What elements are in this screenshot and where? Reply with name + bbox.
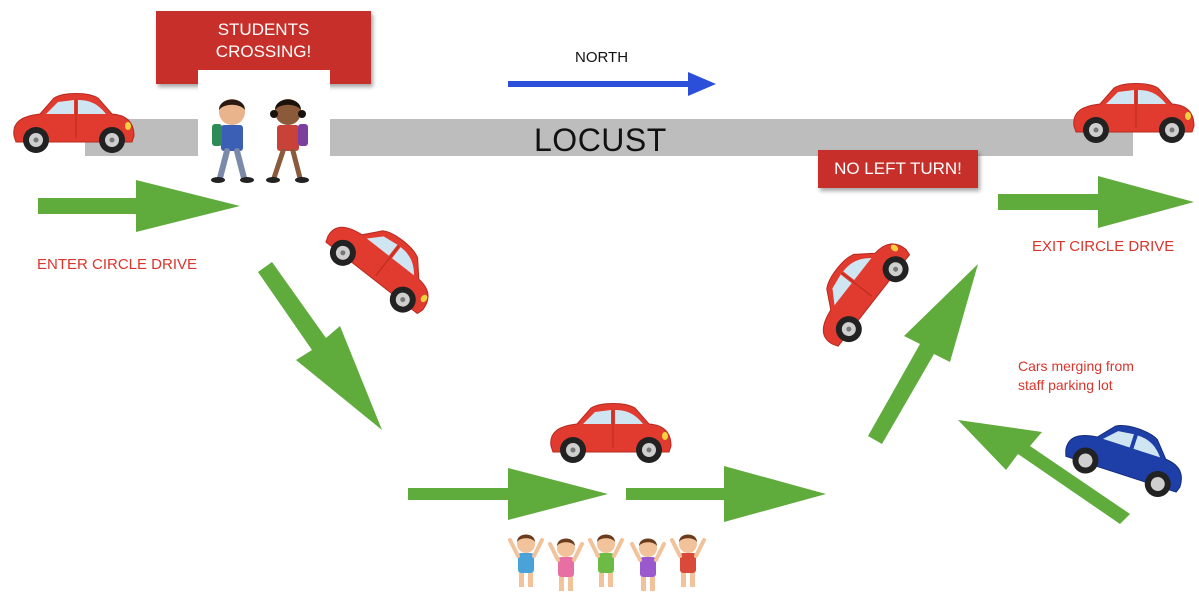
merging-label-line1: Cars merging from <box>1018 358 1134 374</box>
red-car-icon <box>316 201 450 324</box>
students-crossing-line1: STUDENTS <box>217 20 310 39</box>
students-crossing-line2: CROSSING! <box>215 42 312 61</box>
green-arrow-enter-icon <box>38 180 240 232</box>
merging-label: Cars merging from staff parking lot <box>1018 357 1134 395</box>
north-label: NORTH <box>575 49 629 66</box>
enter-circle-drive-label: ENTER CIRCLE DRIVE <box>37 256 198 273</box>
green-arrow-down-icon <box>258 262 382 430</box>
green-arrow-bottom-2-icon <box>626 466 826 522</box>
green-arrow-exit-icon <box>998 176 1194 228</box>
walking-students-icon <box>211 99 309 183</box>
red-car-icon <box>1073 83 1195 144</box>
green-arrow-up-icon <box>868 264 978 444</box>
red-car-icon <box>13 93 135 154</box>
students-crossing-sign: STUDENTS CROSSING! <box>156 11 371 84</box>
cheering-kids-icon <box>508 532 706 593</box>
north-arrow-icon <box>508 72 716 96</box>
green-arrow-merge-icon <box>958 420 1130 524</box>
merging-label-line2: staff parking lot <box>1018 377 1113 393</box>
red-car-icon <box>550 403 672 464</box>
red-car-icon <box>797 222 920 356</box>
road-name-label: LOCUST <box>534 122 667 158</box>
green-arrow-bottom-1-icon <box>408 468 608 520</box>
no-left-turn-sign: NO LEFT TURN! <box>818 150 978 188</box>
exit-circle-drive-label: EXIT CIRCLE DRIVE <box>1032 238 1175 255</box>
